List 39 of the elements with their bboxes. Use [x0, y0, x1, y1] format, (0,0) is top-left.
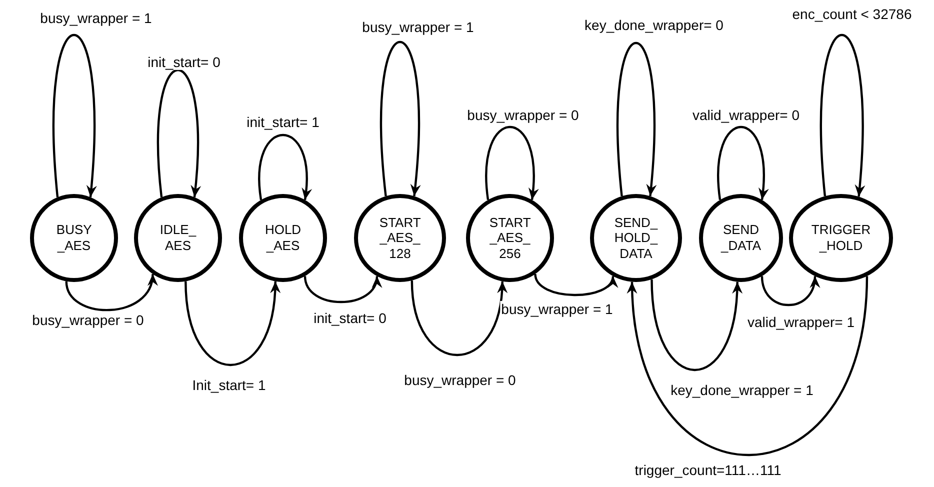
transition-arrow [820, 34, 865, 197]
transition-condition: busy_wrapper = 0 [403, 372, 517, 388]
transition-arrow [258, 134, 312, 200]
state-name: START _AES_ 128 [379, 214, 421, 262]
transition-arrow [52, 34, 97, 198]
transition-arrow [304, 276, 380, 304]
transition-condition: busy_wrapper = 0 [466, 106, 580, 124]
state-name: TRIGGER _HOLD [811, 222, 871, 254]
transition-condition: busy_wrapper = 1 [39, 10, 153, 26]
transition-arrow [485, 126, 538, 200]
transition-condition: busy_wrapper = 0 [31, 312, 145, 328]
transition-arrow [410, 280, 507, 356]
transition-condition: trigger_count=111…111 [634, 462, 782, 478]
transition-arrow [650, 279, 742, 372]
transition-condition: key_done_wrapper= 0 [584, 16, 724, 34]
state-name: HOLD _AES [264, 222, 302, 254]
transition-condition: init_start= 0 [146, 54, 222, 70]
transition-arrow [184, 281, 280, 366]
transition-condition: busy_wrapper = 1 [500, 300, 614, 318]
transition-arrow [65, 274, 156, 312]
state-name: SEND_ HOLD_ DATA [614, 214, 658, 262]
transition-arrow [380, 42, 420, 196]
transition-arrow [760, 276, 819, 306]
transition-arrow [717, 126, 768, 200]
transition-condition: key_done_wrapper = 1 [670, 382, 814, 398]
state-name: SEND _DATA [721, 222, 761, 254]
transition-arrow [616, 42, 656, 196]
transition-condition: busy_wrapper = 1 [361, 18, 475, 36]
state-name: IDLE_ AES [160, 222, 196, 254]
transition-arrow [534, 274, 616, 296]
transition-condition: Init_start= 1 [191, 376, 267, 394]
state-name: BUSY _AES [56, 222, 92, 254]
transition-condition: init_start= 0 [312, 310, 388, 326]
transition-condition: valid_wrapper= 1 [746, 314, 856, 330]
transition-condition: valid_wrapper= 0 [692, 106, 800, 124]
state-name: START _AES_ 256 [489, 214, 531, 262]
transition-arrow [628, 276, 868, 456]
transition-arrow [157, 70, 201, 198]
transition-condition: init_start= 1 [246, 114, 320, 130]
